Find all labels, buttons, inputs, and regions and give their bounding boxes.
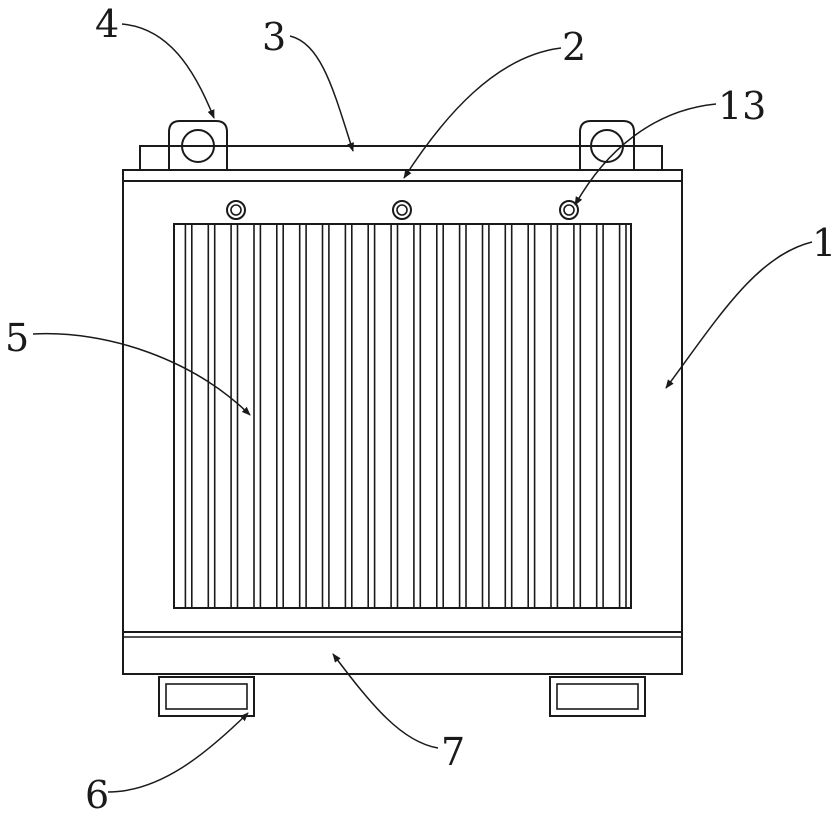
label-2: 2 [562, 25, 586, 69]
leader-3 [290, 36, 353, 151]
label-4: 4 [95, 2, 119, 46]
leader-5 [33, 334, 250, 415]
top-mounting-plate [140, 146, 662, 170]
label-5: 5 [5, 316, 29, 360]
bolt-left [227, 201, 245, 219]
leader-1 [666, 242, 812, 388]
label-13: 13 [718, 84, 766, 128]
fin-panel-frame [174, 224, 631, 608]
label-1: 1 [812, 221, 836, 265]
label-7: 7 [441, 730, 465, 774]
fin-group [185, 224, 626, 608]
leader-4 [122, 24, 214, 118]
label-6: 6 [85, 773, 109, 815]
leader-7 [333, 654, 438, 748]
foot-right [550, 677, 645, 716]
leader-6 [108, 713, 248, 792]
label-3: 3 [262, 15, 286, 59]
foot-left [159, 677, 254, 716]
leader-13 [575, 104, 716, 205]
bolt-center [393, 201, 411, 219]
leader-2 [404, 48, 561, 178]
housing-body [123, 170, 682, 674]
